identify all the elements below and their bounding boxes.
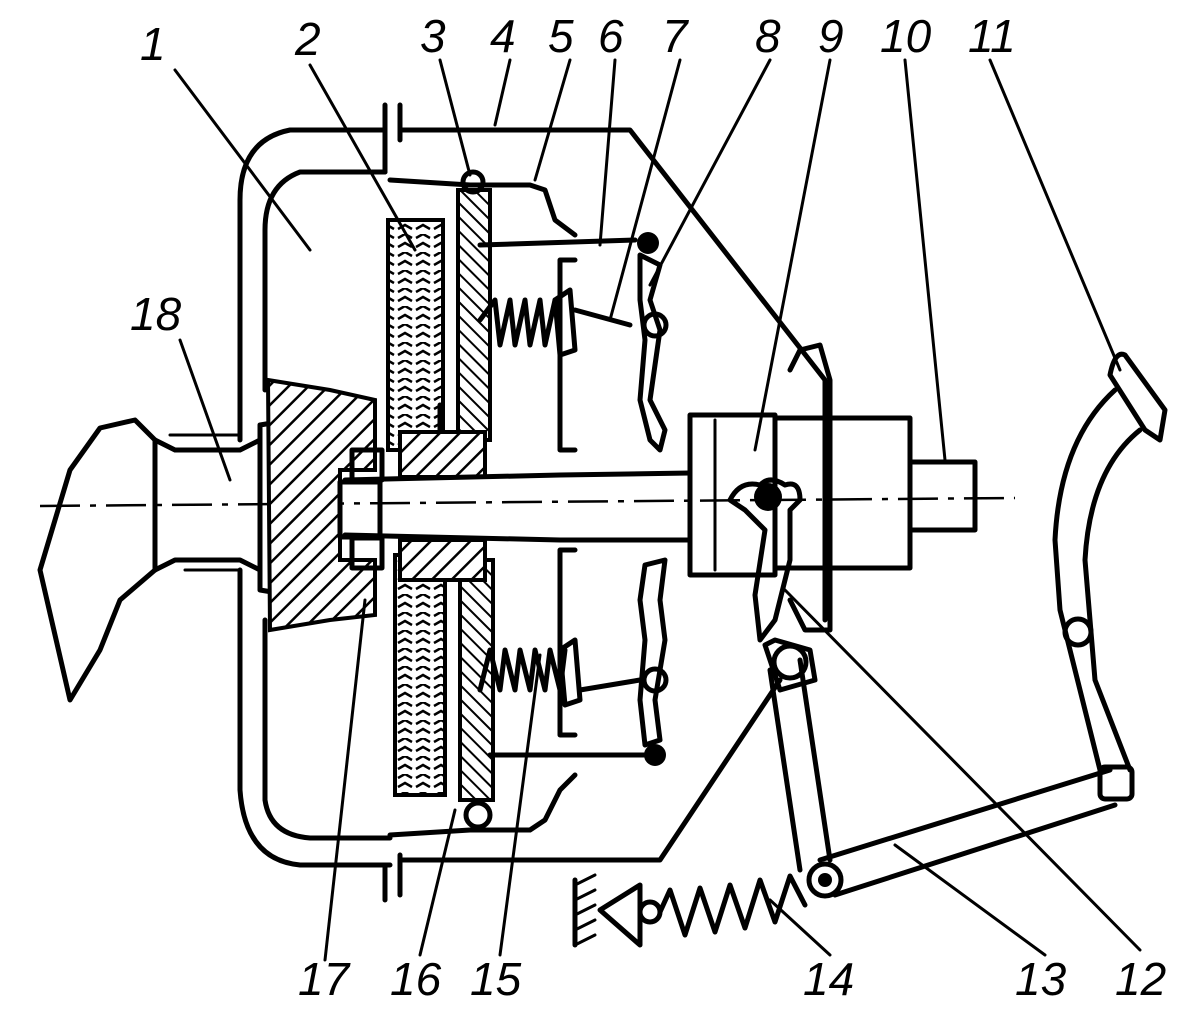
primary-shaft-part-10 bbox=[337, 447, 978, 571]
label-8: 8 bbox=[755, 10, 781, 62]
pedal-part-11 bbox=[1052, 351, 1168, 773]
label-5: 5 bbox=[548, 10, 574, 62]
center-axis bbox=[39, 496, 1016, 508]
label-10: 10 bbox=[880, 10, 932, 62]
label-7: 7 bbox=[662, 10, 689, 62]
label-16: 16 bbox=[390, 953, 442, 1005]
pressure-plate-part-16 bbox=[456, 169, 495, 830]
label-2: 2 bbox=[294, 13, 321, 65]
part-labels: 1 2 3 4 5 6 7 8 9 10 11 12 13 14 15 16 1… bbox=[130, 10, 1166, 1005]
label-6: 6 bbox=[598, 10, 624, 62]
crankshaft-part-18 bbox=[37, 417, 293, 703]
release-fork-part-12 bbox=[727, 477, 833, 873]
pull-rod-part-13 bbox=[806, 764, 1135, 899]
label-18: 18 bbox=[130, 288, 182, 340]
label-17: 17 bbox=[298, 953, 351, 1005]
clutch-cover-part-4 bbox=[387, 127, 828, 863]
pressure-springs-part-15 bbox=[477, 287, 583, 708]
return-spring-part-14 bbox=[572, 873, 808, 948]
label-12: 12 bbox=[1115, 953, 1166, 1005]
label-15: 15 bbox=[470, 953, 522, 1005]
flywheel-housing-part-1 bbox=[237, 102, 403, 903]
disc-hub bbox=[398, 430, 487, 582]
label-4: 4 bbox=[490, 10, 516, 62]
label-11: 11 bbox=[968, 10, 1016, 62]
driven-disc-part-2 bbox=[386, 218, 447, 797]
label-13: 13 bbox=[1015, 953, 1067, 1005]
leader-lines bbox=[173, 58, 1142, 962]
release-levers-part-8 bbox=[477, 232, 669, 766]
label-3: 3 bbox=[420, 10, 446, 62]
label-14: 14 bbox=[803, 953, 854, 1005]
label-9: 9 bbox=[818, 10, 844, 62]
label-1: 1 bbox=[140, 18, 166, 70]
